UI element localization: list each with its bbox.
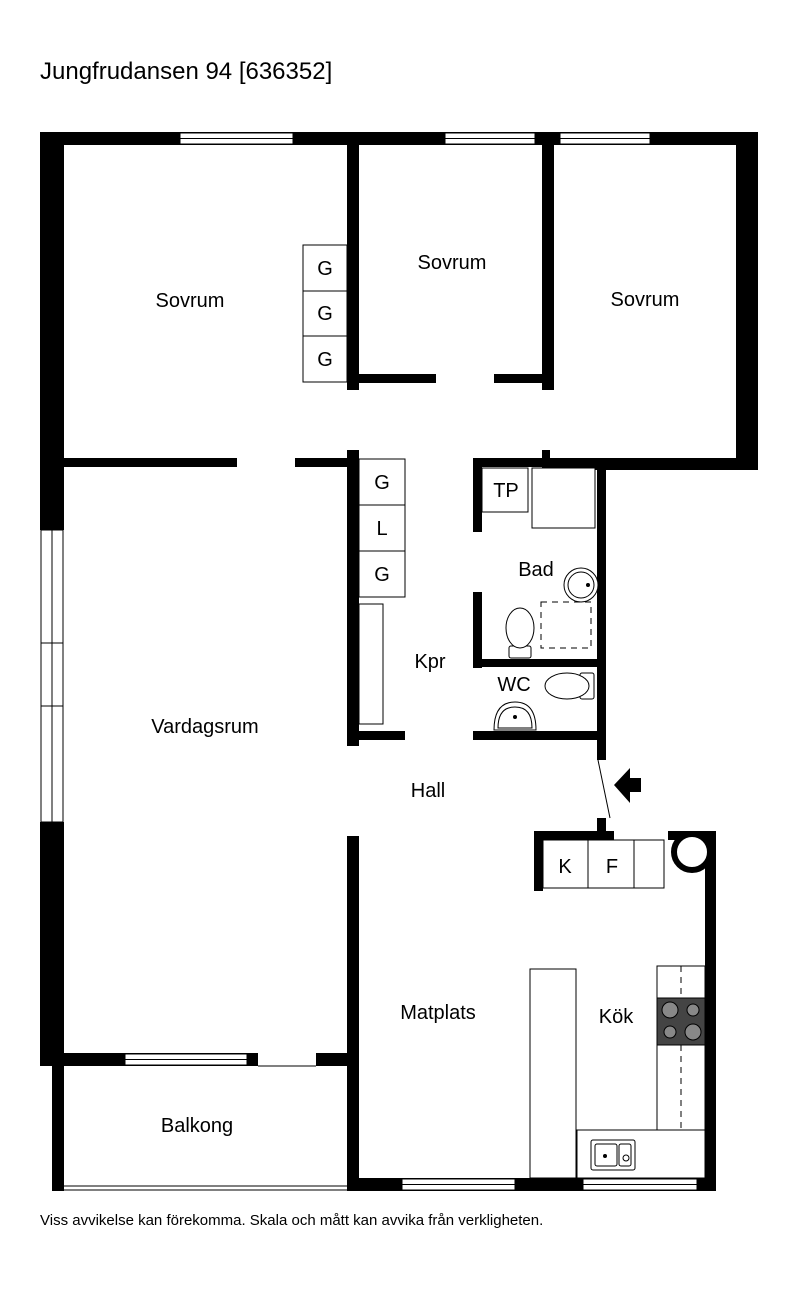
shower: [531, 467, 596, 529]
wardrobe-1: [302, 244, 348, 292]
fridge: [542, 839, 589, 889]
room-label-kok: Kök: [599, 1006, 634, 1028]
sink-taps: [513, 583, 630, 1162]
disclaimer-text: Viss avvikelse kan förekomma. Skala och …: [40, 1212, 544, 1229]
freezer: [587, 839, 635, 889]
room-label-vardagsrum: Vardagsrum: [151, 716, 258, 738]
frys-label: F: [606, 856, 618, 878]
balcony-outline: [64, 1065, 347, 1191]
room-label-bad: Bad: [518, 559, 554, 581]
wardrobe-3: [302, 335, 348, 383]
wardrobe-2: [302, 290, 348, 337]
room-label-hall: Hall: [411, 780, 445, 802]
kitchen-island: [529, 968, 577, 1179]
wardrobe-3-label: G: [317, 349, 333, 371]
kpr-shelf: [358, 603, 384, 725]
room-label-matplats: Matplats: [400, 1002, 476, 1024]
closet-1: [358, 458, 406, 506]
room-label-sovrum-1: Sovrum: [156, 290, 225, 312]
room-label-kpr: Kpr: [414, 651, 445, 673]
tp-label: TP: [493, 480, 519, 502]
windows: [40, 132, 698, 1191]
closet-linen: [358, 504, 406, 552]
entrance: [597, 759, 641, 819]
closet-2: [358, 550, 406, 598]
drying-cabinet: [481, 467, 529, 513]
fixtures: [302, 244, 713, 1179]
kyl-label: K: [558, 856, 572, 878]
closet-2-label: G: [374, 564, 390, 586]
plan-title: Jungfrudansen 94 [636352]: [40, 58, 333, 85]
closet-1-label: G: [374, 472, 390, 494]
room-label-wc: WC: [497, 674, 530, 696]
room-label-sovrum-2: Sovrum: [418, 252, 487, 274]
bath-toilet: [505, 607, 535, 649]
wc-toilet: [544, 672, 590, 700]
room-label-sovrum-3: Sovrum: [611, 289, 680, 311]
closet-linen-label: L: [376, 518, 387, 540]
wardrobe-2-label: G: [317, 303, 333, 325]
dashed-lines: [540, 601, 682, 1128]
room-label-balkong: Balkong: [161, 1115, 233, 1137]
pantry: [633, 839, 665, 889]
wardrobe-1-label: G: [317, 258, 333, 280]
stove-icon: [656, 997, 706, 1046]
vent-duct: [671, 831, 713, 873]
entrance-arrow-icon: [614, 768, 641, 803]
